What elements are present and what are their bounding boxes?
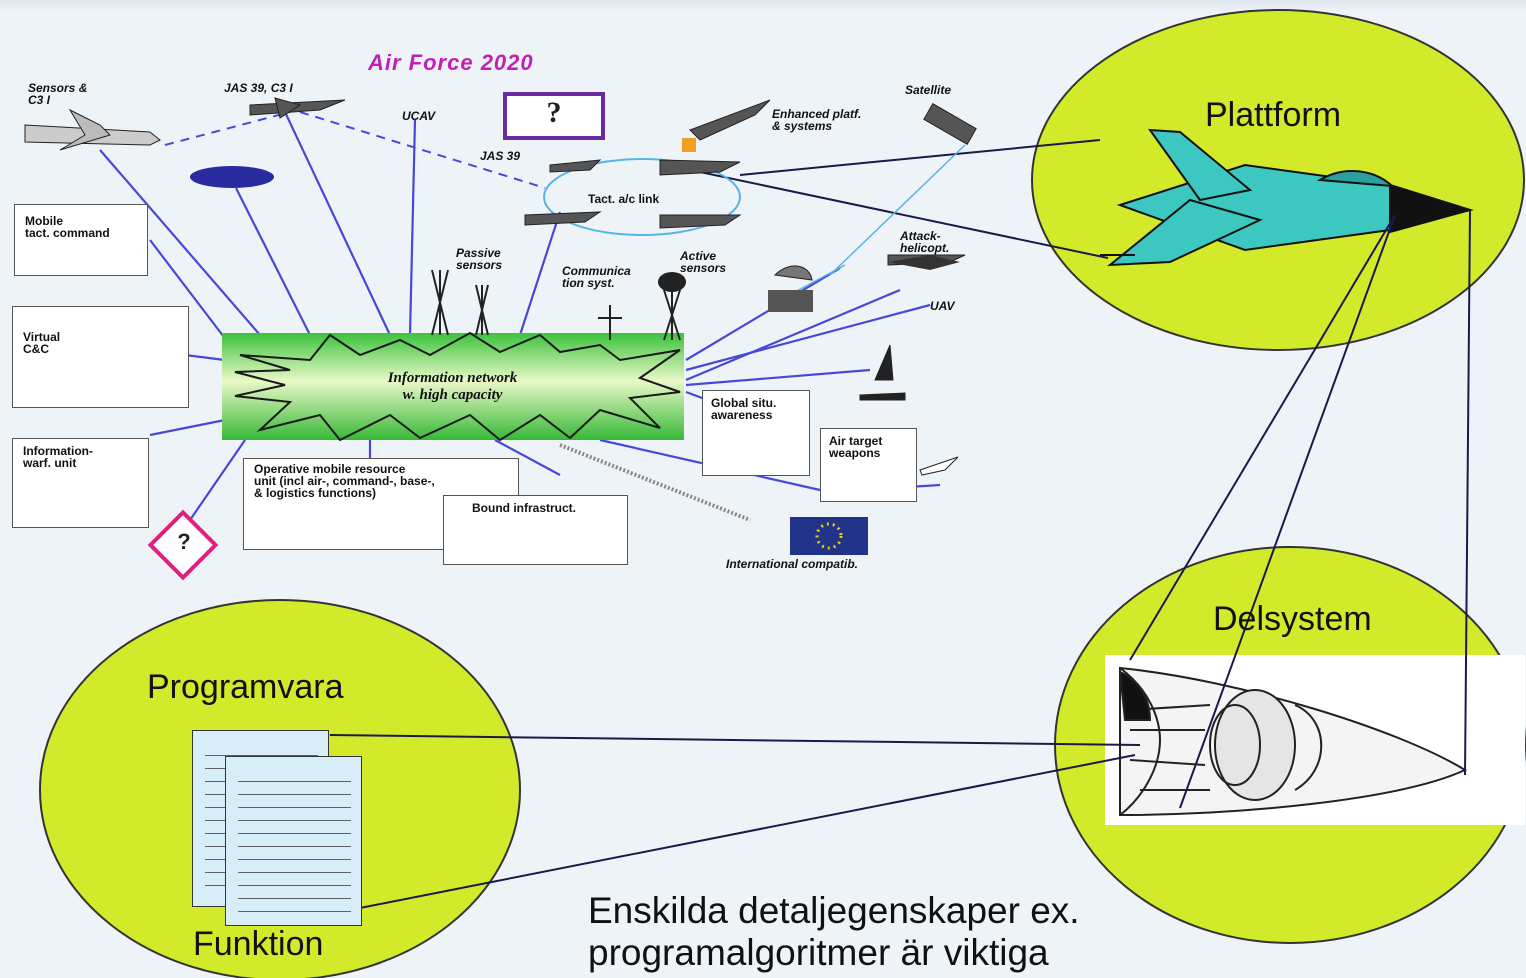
- programvara-title: Programvara: [147, 668, 344, 706]
- label-jas-c3i: JAS 39, C3 I: [224, 81, 293, 95]
- label-attack-heli: Attack- helicopt.: [900, 229, 950, 255]
- label-satellite: Satellite: [905, 83, 952, 97]
- question-top: ?: [546, 96, 562, 129]
- network-starburst: [234, 331, 681, 442]
- document-front: [225, 756, 362, 926]
- network-line1: Information network: [387, 370, 518, 386]
- label-passive: Passive sensors: [456, 246, 503, 272]
- label-tact-link: Tact. a/c link: [588, 192, 660, 206]
- blimp: [190, 166, 274, 188]
- radar-dish: [773, 265, 813, 281]
- question-diamond: [147, 509, 219, 581]
- plattform-title: Plattform: [1205, 96, 1342, 134]
- nose-cone-drawing: [1118, 666, 1468, 817]
- label-ucav: UCAV: [402, 109, 436, 123]
- top-band: [0, 0, 1526, 12]
- small-aircraft: [24, 97, 966, 476]
- label-international: International compatib.: [726, 557, 859, 571]
- funktion-title: Funktion: [193, 925, 324, 963]
- satellite: [923, 103, 977, 145]
- label-sensors: Sensors & C3 I: [28, 81, 88, 107]
- caption-line2: programalgoritmer är viktiga: [588, 932, 1049, 973]
- caption-line1: Enskilda detaljegenskaper ex.: [588, 890, 1080, 931]
- air-target-box: Air target weapons: [820, 428, 917, 502]
- label-enhanced: Enhanced platf. & systems: [772, 107, 862, 133]
- virtual-cc-box: Virtual C&C: [12, 306, 189, 408]
- label-communication: Communica tion syst.: [562, 264, 631, 290]
- info-warf-box: Information- warf. unit: [12, 438, 149, 528]
- global-situ-box: Global situ. awareness: [702, 390, 810, 476]
- tact-link-ellipse: [543, 158, 741, 236]
- question-box-top: [503, 92, 605, 140]
- label-uav: UAV: [930, 299, 955, 313]
- air-force-title: Air Force 2020: [368, 50, 534, 75]
- platform-jet: [1100, 128, 1474, 267]
- caption: Enskilda detaljegenskaper ex. programalg…: [588, 890, 1080, 974]
- network-line2: w. high capacity: [402, 387, 503, 403]
- label-jas39: JAS 39: [480, 149, 521, 163]
- mobile-tact-box: Mobile tact. command: [14, 204, 148, 276]
- bound-infra-box: Bound infrastruct.: [443, 495, 628, 565]
- delsystem-title: Delsystem: [1213, 600, 1372, 638]
- question-diamond-mark: ?: [177, 529, 191, 554]
- label-active: Active sensors: [680, 249, 727, 275]
- network-label: Information network w. high capacity: [330, 370, 575, 404]
